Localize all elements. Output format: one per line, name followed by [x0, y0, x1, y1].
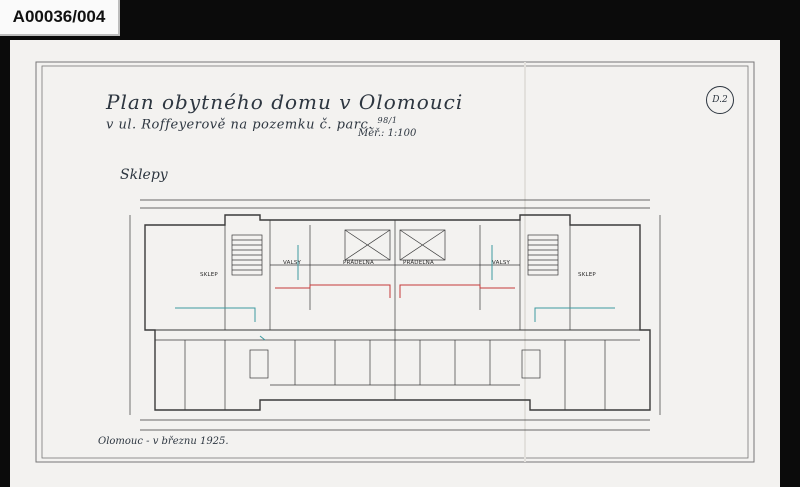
drawing-title: Plan obytného domu v Olomouci [106, 90, 464, 114]
section-label: Sklepy [120, 167, 168, 183]
drawing-sheet: Plan obytného domu v Olomouci v ul. Roff… [10, 40, 780, 487]
drawing-address: v ul. Roffeyerově na pozemku č. parc. 98… [106, 116, 397, 132]
place-date: Olomouc - v březnu 1925. [98, 436, 229, 447]
archive-id-label: A00036/004 [0, 0, 120, 36]
sheet-number-badge: D.2 [706, 86, 734, 114]
room-label-right-wood: VALSY [492, 260, 511, 266]
address-text: v ul. Roffeyerově na pozemku č. parc. [106, 117, 373, 133]
scale-label: Měř.: 1:100 [358, 128, 417, 139]
room-label-left-wood: VALSY [283, 260, 302, 266]
parcel-number: 98/1 [377, 116, 398, 125]
room-label-left-cellar: SKLEP [200, 272, 218, 278]
floor-plan-drawing [35, 61, 755, 463]
room-label-right-cellar: SKLEP [578, 272, 596, 278]
room-label-left-laundry: PRÁDELNA [343, 260, 374, 266]
room-label-right-laundry: PRÁDELNA [403, 260, 434, 266]
